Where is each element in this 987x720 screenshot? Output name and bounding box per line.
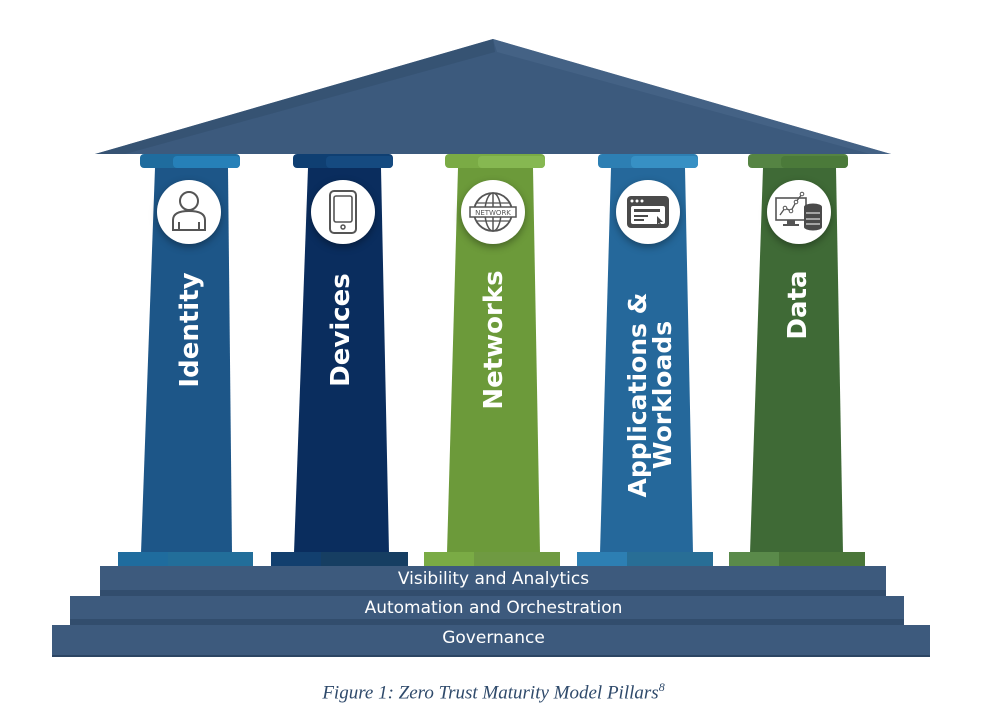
network-globe-icon: NETWORK (469, 192, 517, 232)
pillar-applications-workloads (577, 154, 713, 568)
pillar-label-applications-workloads: Applications & Workloads (623, 290, 683, 500)
pillar-label-networks: Networks (479, 270, 509, 410)
pillar-label-data: Data (783, 270, 813, 340)
svg-text:NETWORK: NETWORK (475, 209, 511, 217)
step-governance: Governance (442, 628, 545, 648)
pillar-label-identity: Identity (175, 272, 205, 388)
data-icon-badge (767, 180, 831, 244)
steps (52, 566, 930, 657)
pillar-networks (424, 154, 560, 568)
pillar-label-devices: Devices (326, 273, 356, 387)
mobile-device-icon (329, 190, 357, 234)
data-analytics-database-icon (775, 191, 822, 231)
step-automation-orchestration: Automation and Orchestration (364, 598, 623, 618)
application-window-icon (627, 196, 669, 228)
figure-caption: Figure 1: Zero Trust Maturity Model Pill… (0, 680, 987, 704)
caption-footnote: 8 (658, 680, 665, 694)
caption-text: Figure 1: Zero Trust Maturity Model Pill… (322, 682, 659, 704)
pillar-devices (271, 154, 408, 568)
person-icon (172, 191, 206, 231)
devices-icon-badge (311, 180, 375, 244)
pillar-identity (118, 154, 253, 568)
pillar-data (729, 154, 865, 568)
identity-icon-badge (157, 180, 221, 244)
roof (95, 39, 891, 154)
applications-icon-badge (616, 180, 680, 244)
pillar-label-applications-line1: Applications & (623, 292, 652, 498)
networks-icon-badge: NETWORK (461, 180, 525, 244)
pillar-label-applications-line2: Workloads (648, 320, 677, 470)
step-visibility-analytics: Visibility and Analytics (397, 569, 590, 589)
